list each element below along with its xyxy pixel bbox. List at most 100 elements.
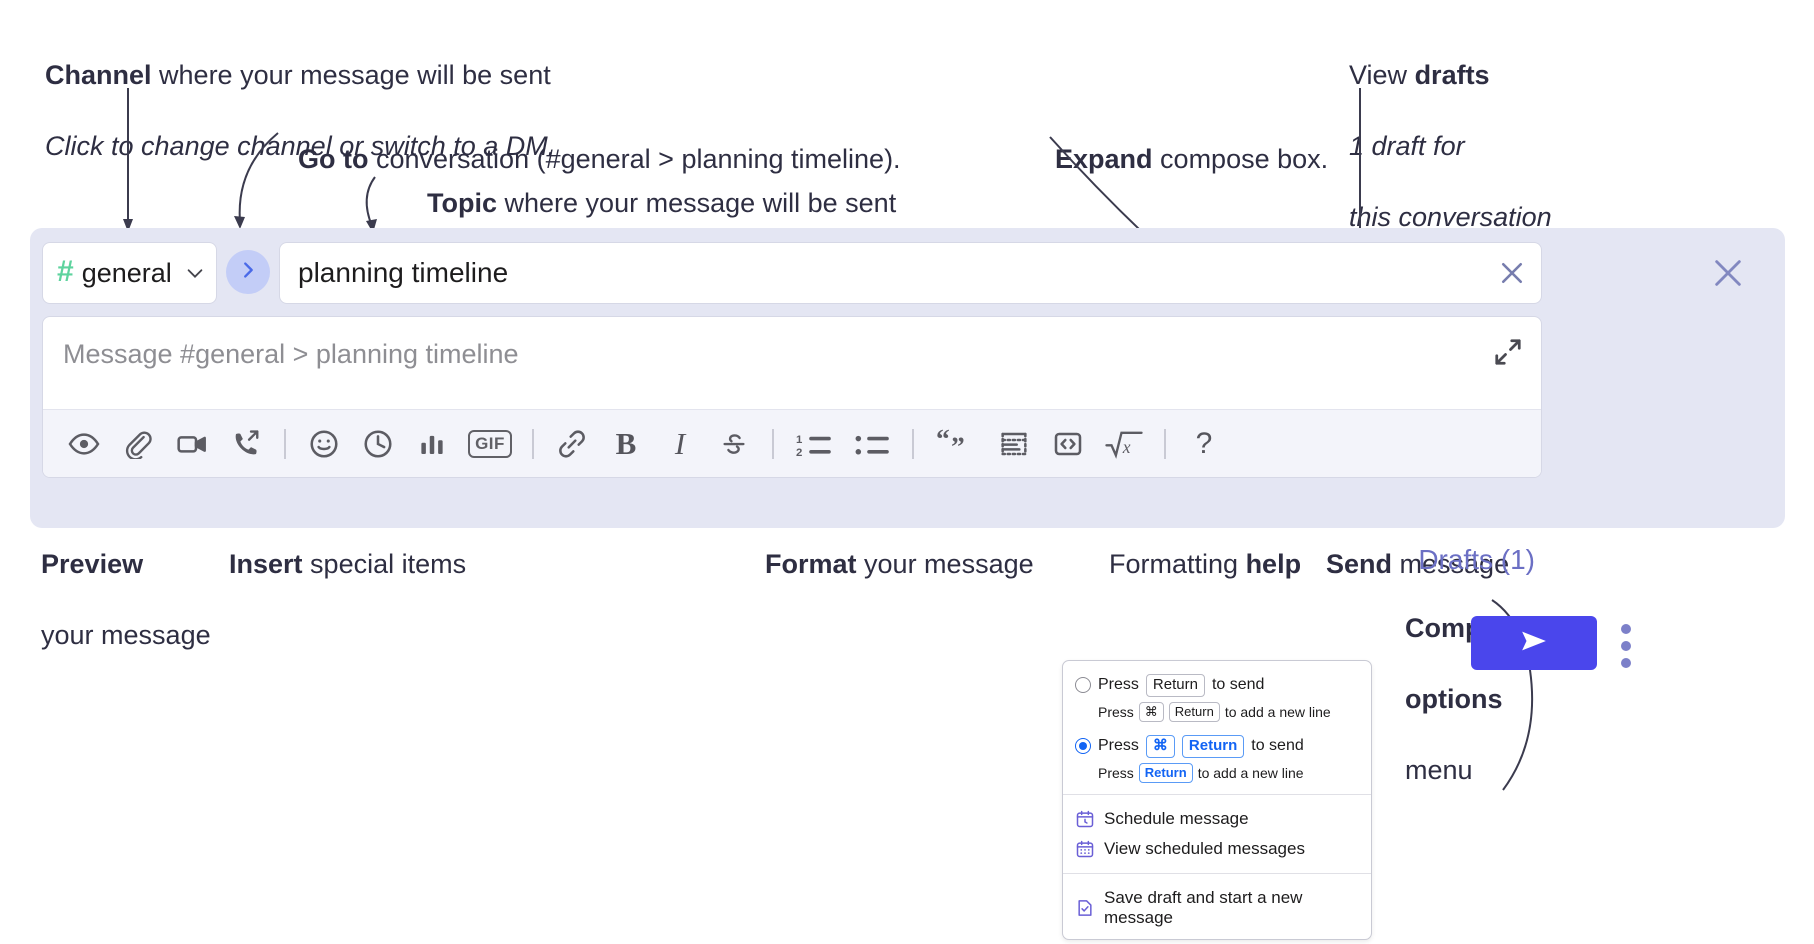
italic-icon[interactable]: I	[653, 417, 707, 471]
send-option-return-post: to send	[1211, 676, 1265, 694]
annotation-send-rest: message	[1392, 548, 1510, 579]
close-icon[interactable]	[1497, 258, 1527, 288]
emoji-icon[interactable]	[297, 417, 351, 471]
clock-icon[interactable]	[351, 417, 405, 471]
gif-icon[interactable]: GIF	[459, 417, 521, 471]
divider-1	[284, 428, 286, 459]
divider-5	[1164, 428, 1166, 459]
svg-text:1: 1	[796, 433, 803, 445]
link-icon[interactable]	[545, 417, 599, 471]
menu-item-schedule-label: Schedule message	[1104, 809, 1249, 828]
annotation-send: Send message	[1311, 511, 1509, 582]
annotation-expand: Expand compose box.	[1040, 106, 1328, 177]
menu-item-save-draft[interactable]: Save draft and start a new message	[1063, 883, 1371, 933]
key-cmd-selected: ⌘	[1145, 735, 1175, 758]
bar-chart-icon[interactable]	[405, 417, 459, 471]
document-check-icon	[1075, 898, 1095, 918]
quote-icon[interactable]: “”	[925, 417, 987, 471]
radio-cmd-return[interactable]	[1075, 738, 1091, 755]
annotation-channel-bold: Channel	[45, 59, 152, 90]
gif-label: GIF	[468, 429, 512, 458]
key-return: Return	[1145, 674, 1205, 697]
send-option-return-hint: Press ⌘ Return to add a new line	[1063, 700, 1371, 724]
channel-name: general	[81, 257, 172, 288]
menu-item-schedule-message[interactable]: Schedule message	[1063, 804, 1371, 834]
paperclip-icon[interactable]	[111, 417, 165, 471]
compose-options-menu: Press Return to send Press ⌘ Return to a…	[1062, 660, 1372, 940]
annotation-help: Formatting help	[1094, 511, 1301, 582]
drafts-link[interactable]: Drafts (1)	[1418, 544, 1535, 575]
annotation-drafts-plain: View	[1349, 59, 1415, 90]
square-root-icon[interactable]: x	[1095, 417, 1153, 471]
hint2-pre: Press	[1098, 764, 1134, 781]
help-label: ?	[1195, 426, 1213, 460]
annotation-insert-bold: Insert	[229, 548, 303, 579]
bulleted-list-icon[interactable]	[843, 417, 901, 471]
annotation-preview: Preview your message	[26, 511, 211, 654]
chevron-down-icon	[184, 262, 206, 284]
strikethrough-icon[interactable]	[707, 417, 761, 471]
svg-text:”: ”	[951, 430, 965, 460]
question-mark-icon[interactable]: ?	[1177, 417, 1231, 471]
calendar-clock-icon	[1075, 809, 1095, 829]
goto-conversation-button[interactable]	[226, 250, 270, 294]
key-cmd: ⌘	[1138, 701, 1164, 722]
annotation-expand-bold: Expand	[1055, 143, 1153, 174]
annotation-preview-line2: your message	[41, 619, 211, 650]
preview-button[interactable]	[57, 417, 111, 471]
channel-selector[interactable]: # general	[42, 242, 217, 304]
annotation-goto: Go to conversation (#general > planning …	[283, 106, 901, 177]
annotation-format-bold: Format	[765, 548, 857, 579]
close-compose-icon[interactable]	[1711, 256, 1745, 290]
svg-text:x: x	[1122, 436, 1131, 456]
compose-inner: # general planning timeline Messag	[42, 242, 1542, 478]
annotation-channel-rest: where your message will be sent	[151, 59, 551, 90]
send-option-cmd-post: to send	[1251, 737, 1304, 755]
annotation-expand-rest: compose box.	[1152, 143, 1329, 174]
code-inline-icon[interactable]	[1041, 417, 1095, 471]
menu-divider-1	[1063, 794, 1371, 795]
code-block-icon[interactable]	[987, 417, 1041, 471]
topic-value: planning timeline	[298, 257, 509, 288]
send-button[interactable]	[1471, 616, 1597, 670]
paper-plane-icon	[1515, 626, 1553, 661]
message-input[interactable]: Message #general > planning timeline	[43, 317, 1541, 409]
topic-field[interactable]: planning timeline	[279, 242, 1542, 304]
divider-3	[772, 428, 774, 459]
key-return-hint2: Return	[1138, 762, 1193, 783]
hint-pre: Press	[1098, 703, 1134, 720]
annotation-compose-options-rest: menu	[1405, 755, 1473, 786]
annotation-goto-rest: conversation (#general > planning timeli…	[368, 143, 901, 174]
menu-item-view-scheduled[interactable]: View scheduled messages	[1063, 834, 1371, 864]
compose-header-row: # general planning timeline	[42, 242, 1542, 304]
send-option-return[interactable]: Press Return to send	[1063, 671, 1371, 700]
hint-post: to add a new line	[1224, 703, 1331, 720]
bold-icon[interactable]: B	[599, 417, 653, 471]
hint2-post: to add a new line	[1197, 764, 1304, 781]
annotation-compose-options: Compose options menu	[1390, 575, 1528, 789]
annotation-drafts-sub2: this conversation	[1349, 202, 1552, 233]
hash-icon: #	[57, 255, 74, 288]
annotation-drafts-sub1: 1 draft for	[1349, 130, 1465, 161]
phone-forward-icon[interactable]	[219, 417, 273, 471]
expand-icon[interactable]	[1493, 337, 1523, 367]
radio-return[interactable]	[1075, 677, 1091, 694]
svg-text:“: “	[936, 428, 950, 454]
menu-divider-2	[1063, 873, 1371, 874]
svg-text:2: 2	[796, 447, 802, 459]
annotation-topic-bold: Topic	[427, 187, 498, 218]
divider-4	[912, 428, 914, 459]
annotation-preview-bold: Preview	[41, 548, 144, 579]
video-camera-icon[interactable]	[165, 417, 219, 471]
send-option-cmd-return[interactable]: Press ⌘ Return to send	[1063, 732, 1371, 761]
kebab-menu-icon[interactable]	[1621, 624, 1633, 675]
annotation-topic-rest: where your message will be sent	[497, 187, 897, 218]
annotation-compose-options-bold2: options	[1405, 683, 1503, 714]
annotation-send-bold: Send	[1326, 548, 1393, 579]
send-option-cmd-pre: Press	[1098, 737, 1139, 755]
menu-item-save-draft-label: Save draft and start a new message	[1104, 888, 1303, 927]
send-option-return-pre: Press	[1098, 676, 1139, 694]
annotation-help-plain: Formatting	[1109, 548, 1246, 579]
